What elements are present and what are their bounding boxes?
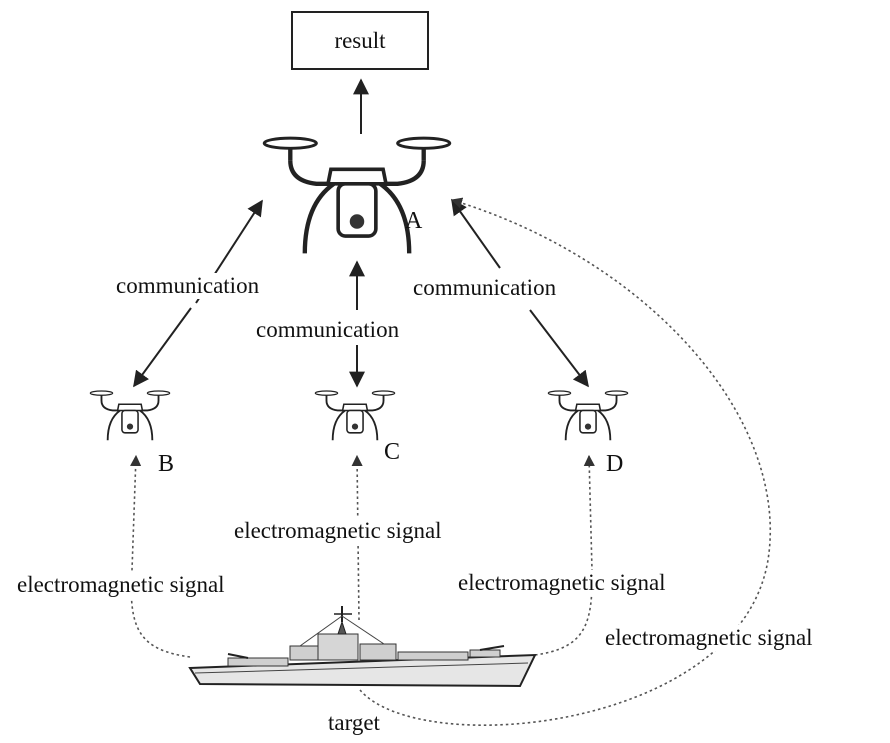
- arrow-a-d: [451, 198, 589, 388]
- signal-label-b: electromagnetic signal: [17, 572, 225, 598]
- signal-label-d: electromagnetic signal: [458, 570, 666, 596]
- drone-a: [264, 138, 450, 253]
- drone-b: [89, 390, 171, 442]
- signal-label-c: electromagnetic signal: [234, 518, 442, 544]
- target-ship: [188, 606, 537, 688]
- target-label: target: [328, 710, 380, 735]
- node-label-b: B: [158, 451, 175, 477]
- result-label: result: [334, 27, 386, 53]
- signal-path-target-a: [359, 197, 771, 726]
- node-label-c: C: [384, 439, 401, 465]
- signal-path-target-b: [130, 454, 191, 658]
- node-label-d: D: [606, 451, 624, 477]
- signal-path-target-d: [534, 454, 595, 656]
- communication-label-right: communication: [413, 275, 557, 301]
- node-label-a: A: [405, 208, 423, 234]
- drone-d: [547, 390, 629, 442]
- communication-label-center: communication: [256, 317, 400, 343]
- drone-c: [314, 390, 396, 442]
- signal-label-a: electromagnetic signal: [605, 625, 813, 651]
- communication-label-left: communication: [116, 273, 260, 299]
- result-box: result: [291, 11, 429, 70]
